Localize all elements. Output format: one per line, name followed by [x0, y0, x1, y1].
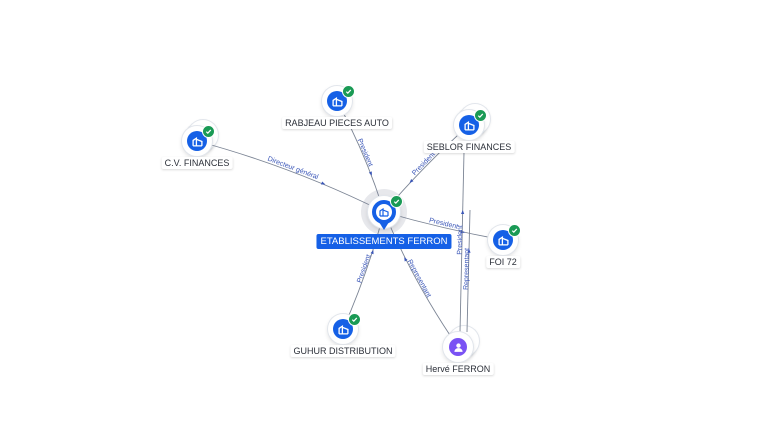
building-icon	[493, 230, 513, 250]
node-label: SEBLOR FINANCES	[423, 141, 515, 153]
edge-label: Representant	[463, 248, 471, 290]
edge-arrow	[467, 248, 471, 253]
edge-label: President	[411, 151, 437, 177]
building-icon	[327, 91, 347, 111]
building-icon	[187, 131, 207, 151]
edge-label: President	[356, 138, 374, 168]
node-label: RABJEAU PIECES AUTO	[282, 117, 392, 129]
edge-label: Representant	[406, 259, 432, 299]
edge-label: President	[428, 217, 458, 231]
edge-arrow	[461, 210, 465, 215]
verified-check-icon	[508, 224, 521, 237]
edge-arrow	[368, 171, 372, 176]
edge-line	[466, 209, 471, 333]
node-label: C.V. FINANCES	[161, 157, 233, 169]
building-icon	[376, 204, 392, 220]
verified-check-icon	[342, 85, 355, 98]
verified-check-icon	[390, 195, 403, 208]
edge-line	[459, 151, 465, 333]
building-icon	[333, 319, 353, 339]
edge-label: President	[457, 225, 465, 255]
edge-arrow	[321, 181, 326, 185]
edge-label: President	[356, 254, 372, 284]
edge-arrow	[370, 249, 374, 255]
edge-arrow	[409, 179, 414, 184]
node-label: ETABLISSEMENTS FERRON	[316, 234, 452, 249]
pin-tip	[379, 222, 389, 230]
node-label: GUHUR DISTRIBUTION	[290, 345, 396, 357]
edge-arrow	[460, 230, 465, 234]
verified-check-icon	[348, 313, 361, 326]
edge-line	[196, 140, 385, 213]
node-label: FOI 72	[486, 256, 520, 268]
edge-label: Directeur général	[266, 156, 319, 182]
verified-check-icon	[202, 125, 215, 138]
building-icon	[459, 115, 479, 135]
edge-arrow	[404, 257, 408, 262]
person-icon	[449, 338, 467, 356]
node-label: Hervé FERRON	[422, 363, 494, 375]
verified-check-icon	[474, 109, 487, 122]
edge-line	[383, 211, 459, 348]
